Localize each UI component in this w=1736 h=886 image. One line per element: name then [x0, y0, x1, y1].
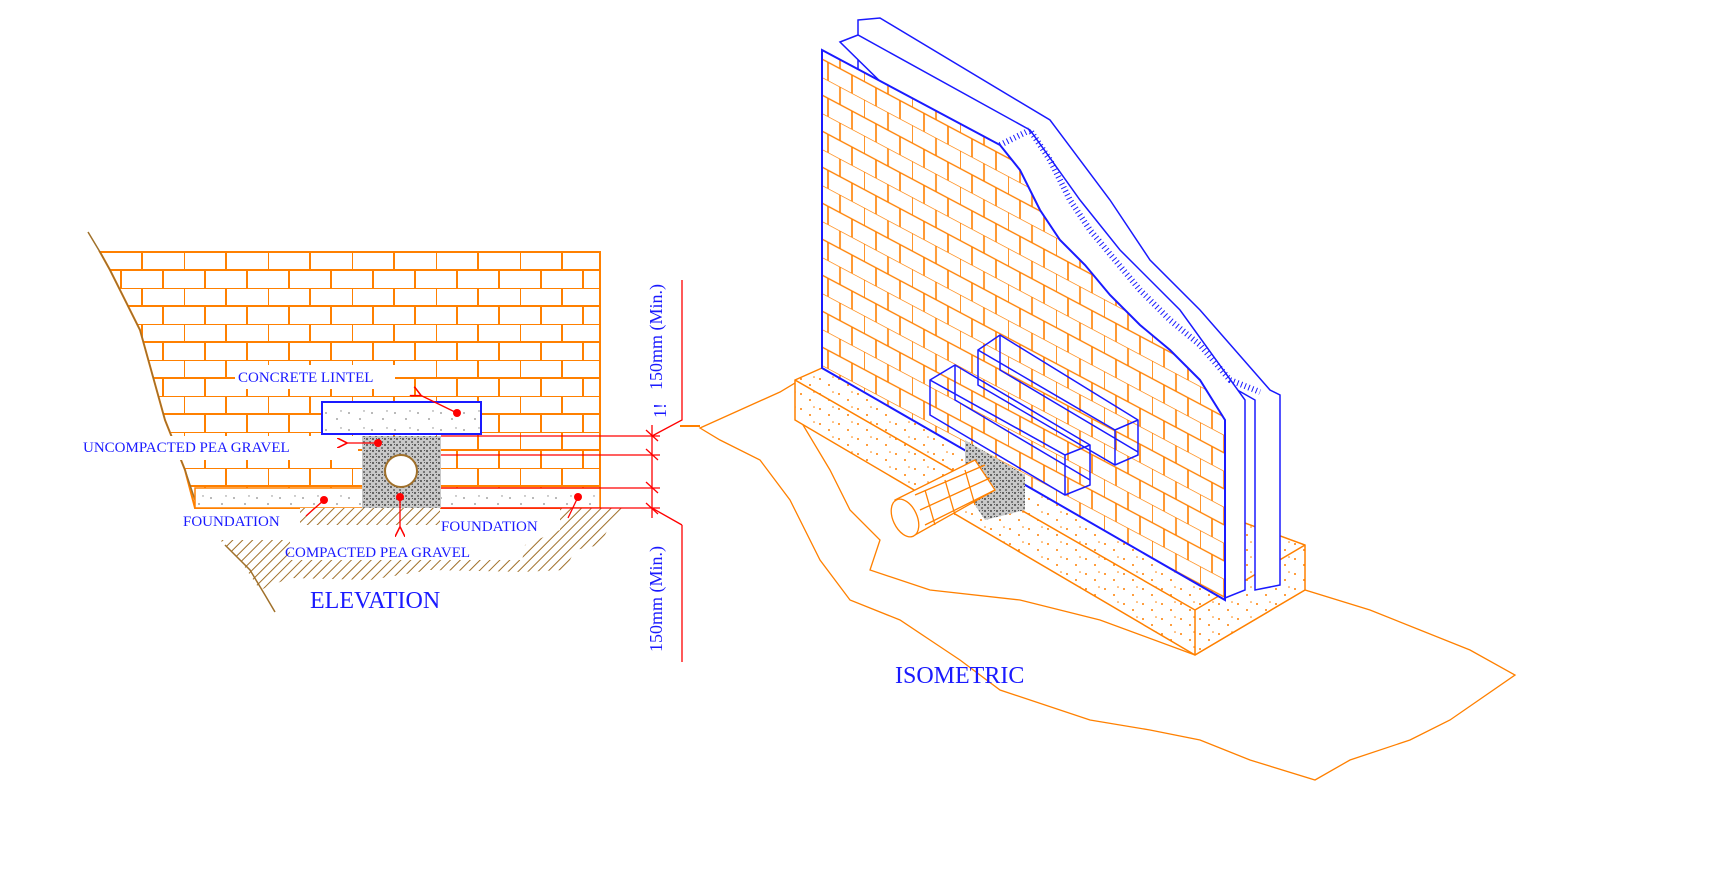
drain-pipe: [384, 454, 418, 488]
label-mask: [235, 365, 395, 389]
foundation-edge: [794, 379, 1306, 655]
brick-wall-face: [821, 48, 1226, 602]
isometric-title: ISOMETRIC: [895, 663, 1024, 689]
ground-hatch-right: [520, 508, 630, 572]
leader-dots: [320, 409, 582, 504]
lintel-iso: [929, 334, 1139, 496]
gravel-iso: [965, 440, 1025, 520]
label-uncompacted-pea-gravel: UNCOMPACTED PEA GRAVEL: [83, 440, 290, 456]
concrete-lintel: [321, 401, 482, 435]
elevation-title: ELEVATION: [310, 588, 440, 614]
ground-hatch-left: [300, 508, 440, 525]
label-foundation-left: FOUNDATION: [183, 514, 280, 530]
wall-break-line: [87, 231, 196, 501]
elevation-view: CONCRETE LINTEL UNCOMPACTED PEA GRAVEL F…: [80, 231, 700, 662]
label-mask: [80, 436, 358, 460]
dimension-lines: [441, 280, 683, 662]
isometric-view: ISOMETRIC: [698, 17, 1517, 781]
label-concrete-lintel: CONCRETE LINTEL: [238, 370, 373, 386]
dimension-upper: 150mm (Min.): [646, 284, 667, 390]
label-foundation-right: FOUNDATION: [441, 519, 538, 535]
dimension-lower: 150mm (Min.): [646, 546, 667, 652]
label-compacted-pea-gravel: COMPACTED PEA GRAVEL: [285, 545, 470, 561]
pipe-iso: [890, 459, 996, 538]
ground-hatch-bottom: [220, 540, 525, 590]
dimension-truncated: 1!: [650, 403, 670, 418]
ground-outline: [698, 378, 1517, 781]
ground-edge: [224, 544, 276, 613]
